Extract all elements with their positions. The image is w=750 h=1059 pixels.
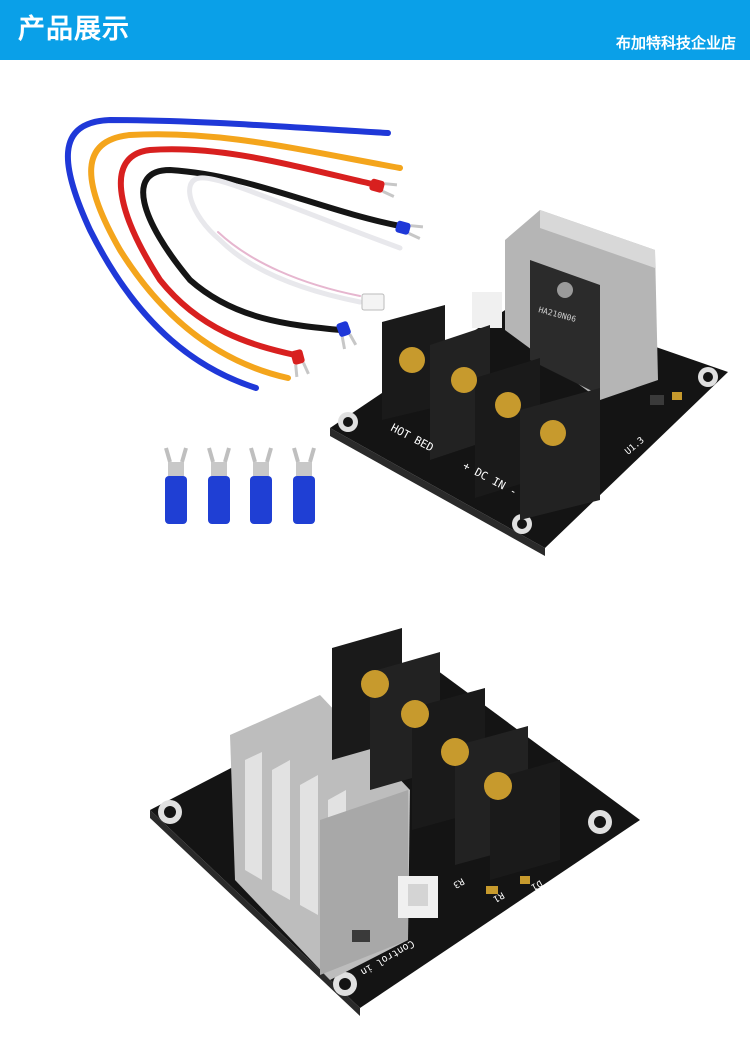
control-connector: [472, 292, 502, 328]
blue-wire: [64, 116, 391, 391]
red-wire: [117, 146, 375, 358]
mosfet-board-top: HA210N06 HOT BED + DC IN - U1.3: [330, 210, 728, 556]
d1-label: D1: [529, 877, 543, 891]
blue-fork-terminal: [395, 220, 424, 240]
smd-component: [650, 395, 664, 405]
heatsink-bottom: [230, 695, 410, 980]
jst-plug: [361, 293, 385, 311]
screw-terminal-block-bottom: [332, 628, 560, 880]
product-photo-bottom: Control in R3 R1 D1: [150, 628, 640, 1016]
red-fork-terminal: [369, 178, 398, 198]
page-title: 产品展示: [18, 14, 130, 45]
orange-wire: [88, 131, 403, 381]
r3-label: R3: [451, 875, 465, 889]
wire-terminals: [290, 178, 424, 378]
mosfet-board-bottom: Control in R3 R1 D1: [150, 628, 640, 1016]
smd-component: [352, 930, 370, 942]
control-connector-bottom: [398, 876, 438, 918]
wire-bundle: [64, 116, 403, 391]
store-name: 布加特科技企业店: [615, 34, 736, 52]
loose-fork-terminals: [164, 447, 316, 524]
heatsink-top: HA210N06: [505, 210, 658, 400]
black-wire: [140, 166, 403, 333]
product-photo-top: HA210N06 HOT BED + DC IN - U1.3: [64, 116, 728, 556]
blue-fork-terminal: [336, 321, 358, 350]
red-fork-terminal: [290, 349, 310, 378]
screw-terminal-block: [382, 305, 600, 520]
white-wire: [187, 175, 403, 305]
header-banner: 产品展示 布加特科技企业店: [0, 0, 750, 60]
